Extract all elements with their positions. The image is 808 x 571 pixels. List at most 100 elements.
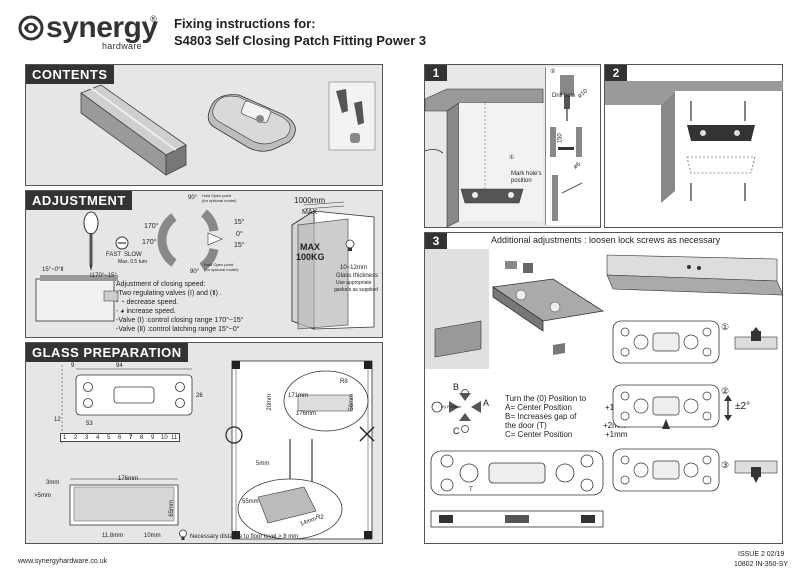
ruler-mark: 8 [140,435,144,441]
contents-panel: CONTENTS [25,64,383,186]
adjust-line: C= Center Position [505,430,573,439]
circle-3: ③ [721,460,730,470]
ruler-mark: 6 [118,435,122,441]
ruler-mark: 4 [96,435,100,441]
drill-inset: ② Drill hole ø10 150 ø6 [545,67,600,225]
step1-sub1: ① [509,155,515,161]
dim-10mm: 10mm [144,533,161,539]
dim-65: 65mm [169,499,176,517]
brand-registered: ® [150,14,157,24]
screws-illustration [328,81,376,151]
max-turn-label: Max. 0.5 turn [118,259,148,265]
adjust-arrows-icon [431,389,481,433]
step1-number: 1 [425,65,447,81]
step1-panel: 1 Mark hole's position ① ② Drill hole ø1… [424,64,601,228]
tilt-arrow-icon [724,395,732,421]
door-frame-illustration [424,88,544,228]
glass-door-elevation [225,360,375,540]
hold-open-top: Hold Open point [202,193,231,198]
title-line1: Fixing instructions for: [174,16,316,31]
door-diagram [291,201,375,330]
closer-body-illustration [35,275,119,322]
adjust-detail-3 [734,460,778,483]
dim-12: 12 [54,417,61,423]
drill-icon [550,75,583,221]
speed-line: - ◕ increase speed. [116,308,176,315]
door-weight-1: MAX [300,242,320,252]
ruler-mark: 2 [74,435,78,441]
step2-panel: 2 [604,64,783,228]
letter-b: B [453,382,460,392]
footer-issue: ISSUE 2 02/19 [738,551,785,558]
patch-exploded-illustration [425,249,605,369]
adjust-view-2 [612,384,720,429]
glass-prep-title: GLASS PREPARATION [26,343,188,362]
letter-a: A [483,398,490,408]
cutout-plan-diagram [61,365,193,443]
adjust-line: the door (T) [505,421,547,430]
hinge-side-view [606,254,784,296]
ruler-mark: 11 [171,435,178,441]
screwdriver-icon [83,211,99,271]
angle-90-top: 90° [188,195,198,201]
ruler-mark: 1 [63,435,67,441]
valve-dial-icon [115,236,129,250]
dim-53: 53 [86,421,93,427]
ruler-mark: 5 [107,435,111,441]
door-weight-2: 100KG [296,252,325,262]
glass-thickness-2: Glass thickness [336,273,379,279]
mark-hole-1: Mark hole's [511,171,542,177]
fast-label: FAST [106,252,122,258]
ruler-mark: 3 [85,435,89,441]
glass-edge-diagram [69,478,179,526]
drill-hole-label: Drill hole [552,93,576,99]
speed-line: -Two regulating valves (Ⅰ) and (Ⅱ) . [116,290,222,297]
adjust-view-3 [612,448,720,492]
adjust-detail-1 [734,327,778,350]
circle-1: ① [721,322,730,332]
brand-sub: hardware [102,41,142,51]
footer-website[interactable]: www.synergyhardware.co.uk [18,558,108,565]
step3-number: 3 [425,233,447,249]
speed-line: -Valve (Ⅰ) :control closing range 170°~1… [116,317,244,324]
angle-adjust: ±2° [735,401,751,412]
adjust-line: B= Increases gap of [505,412,577,421]
dim-26: 26 [196,393,203,399]
speed-line: - ◔ decrease speed. [116,299,179,306]
hold-open-bottom-sub: (for optional model) [204,267,239,272]
glass-prep-panel: GLASS PREPARATION 9 94 26 12 53 1 2 3 4 … [25,342,383,544]
closer-plan-view [430,450,604,528]
synergy-logo-icon [18,15,44,41]
hold-open-bottom: Hold Open point [204,262,233,267]
letter-t: T [469,487,473,493]
dim-94: 94 [116,363,123,369]
glass-thickness-1: 10~12mm [340,265,367,271]
dim-20: 20mm [267,393,274,411]
step3-panel: 3 Additional adjustments : loosen lock s… [424,232,784,544]
frame-install-illustration [605,81,783,203]
angle-90-bottom: 90° [190,269,200,275]
dim-176-a: 176mm [118,476,139,482]
dim-9: 9 [71,363,75,369]
mark-hole-2: position [511,178,532,184]
ruler-mark: 7 [129,435,133,441]
angle-diagram [157,209,223,271]
valve-left-label: 15°~0°Ⅱ [42,267,64,273]
dim-11-8: 11.8mm [102,533,124,539]
adjust-line: A= Center Position [505,403,572,412]
lightbulb-icon [345,239,355,251]
step2-number: 2 [605,65,627,81]
letter-c: C [453,426,460,436]
title-line2: S4803 Self Closing Patch Fitting Power 3 [174,33,427,48]
door-width: 1000mm [294,196,326,205]
speed-line: Adjustment of closing speed: [116,281,206,288]
angle-15-b: 15° [234,242,245,249]
ruler-mark: 10 [161,435,168,441]
angle-15-a: 15° [234,219,245,226]
angle-170-a: 170° [144,223,159,230]
position-label: (0) Position [441,404,462,409]
circle-2: ② [721,386,730,396]
angle-0: 0° [236,231,243,238]
dim-gt5: >5mm [34,493,51,499]
dim-3mm: 3mm [46,480,60,486]
